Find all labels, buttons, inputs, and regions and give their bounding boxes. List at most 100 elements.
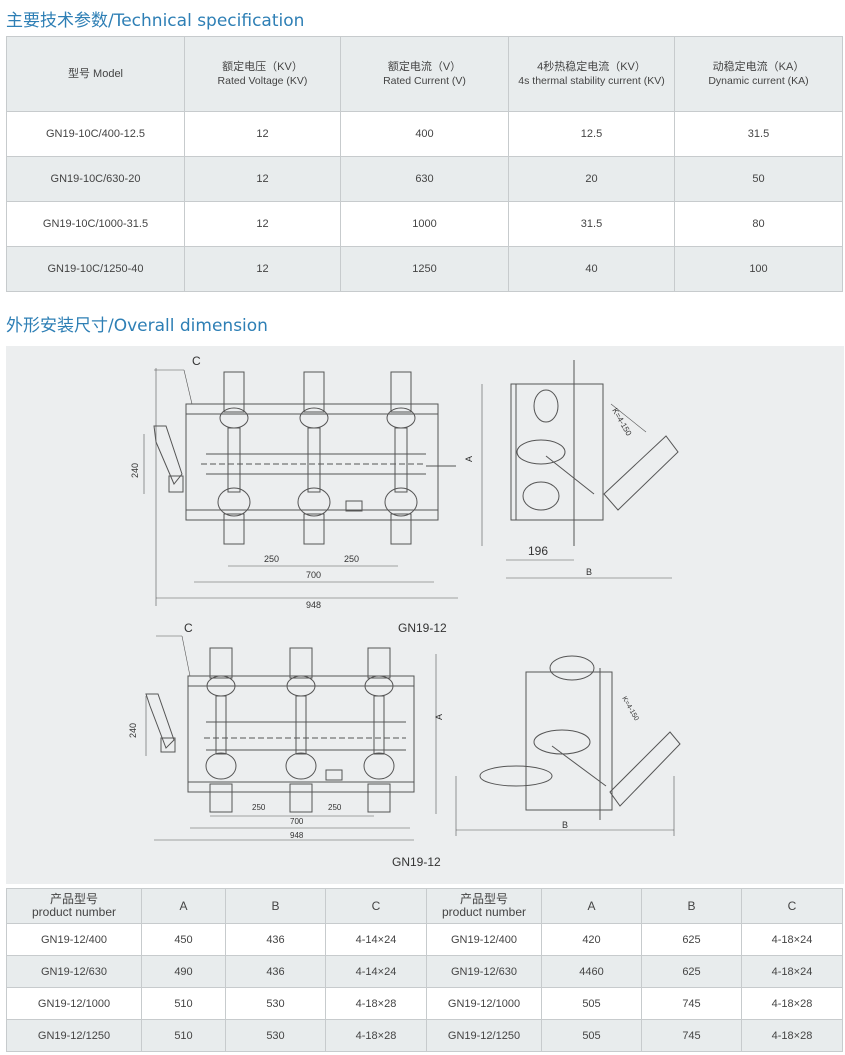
- spec-cell: 400: [340, 111, 509, 157]
- dimension-section-title: 外形安装尺寸/Overall dimension: [6, 316, 268, 336]
- product-header-b-2: B: [641, 888, 742, 924]
- product-cell: 625: [641, 955, 742, 988]
- table-row: GN19-12/1000 510 530 4-18×28 GN19-12/100…: [6, 987, 843, 1020]
- spec-header-current: 额定电流（V）Rated Current (V): [340, 36, 509, 112]
- d1-dim-250b: 250: [344, 554, 359, 564]
- spec-cell: 630: [340, 156, 509, 202]
- spec-cell: 12: [184, 246, 341, 292]
- spec-cell: 50: [674, 156, 843, 202]
- product-cell: 625: [641, 923, 742, 956]
- product-header-c: C: [325, 888, 427, 924]
- d2-dim-240: 240: [128, 723, 138, 738]
- d1-pole-2: [297, 371, 331, 545]
- d2-label-b: B: [562, 820, 568, 830]
- spec-cell: 12.5: [508, 111, 675, 157]
- spec-cell: 1000: [340, 201, 509, 247]
- spec-cell: 40: [508, 246, 675, 292]
- product-cell: 490: [141, 955, 226, 988]
- d2-dim-250a: 250: [252, 803, 266, 812]
- table-row: GN19-10C/630-20 12 630 20 50: [6, 156, 843, 202]
- product-cell: 436: [225, 923, 326, 956]
- spec-section-title: 主要技术参数/Technical specification: [6, 11, 305, 31]
- spec-header-voltage: 额定电压（KV）Rated Voltage (KV): [184, 36, 341, 112]
- product-cell: 4-18×28: [325, 987, 427, 1020]
- product-header-a-2: A: [541, 888, 642, 924]
- table-row: GN19-12/630 490 436 4-14×24 GN19-12/630 …: [6, 955, 843, 988]
- d1-pole-3: [384, 371, 418, 545]
- spec-cell: GN19-10C/1000-31.5: [6, 201, 185, 247]
- dimension-drawing-area: C 240 250 250 700 948 A 196 B K=4-150 GN…: [6, 346, 844, 884]
- product-header-a: A: [141, 888, 226, 924]
- product-cell: 420: [541, 923, 642, 956]
- d1-pole-1: [217, 371, 251, 545]
- product-cell: 450: [141, 923, 226, 956]
- table-row: GN19-12/400 450 436 4-14×24 GN19-12/400 …: [6, 923, 843, 956]
- product-cell: 505: [541, 1019, 642, 1052]
- spec-cell: GN19-10C/630-20: [6, 156, 185, 202]
- spec-header-dynamic: 动稳定电流（KA）Dynamic current (KA): [674, 36, 843, 112]
- spec-cell: 80: [674, 201, 843, 247]
- d1-angle: K=4-150: [610, 407, 633, 438]
- product-cell: 436: [225, 955, 326, 988]
- d1-label-c: C: [192, 354, 201, 368]
- spec-cell: 31.5: [674, 111, 843, 157]
- spec-cell: GN19-10C/400-12.5: [6, 111, 185, 157]
- product-cell: 4-14×24: [325, 923, 427, 956]
- table-row: GN19-12/1250 510 530 4-18×28 GN19-12/125…: [6, 1019, 843, 1052]
- d2-pole-2: [285, 647, 317, 813]
- product-header-b: B: [225, 888, 326, 924]
- table-row: GN19-10C/400-12.5 12 400 12.5 31.5: [6, 111, 843, 157]
- product-cell: 4-18×28: [741, 1019, 843, 1052]
- spec-header-model: 型号 Model: [6, 36, 185, 112]
- product-cell: GN19-12/400: [6, 923, 142, 956]
- d2-side-frame: [525, 671, 613, 811]
- product-cell: GN19-12/1000: [6, 987, 142, 1020]
- product-cell: 4-14×24: [325, 955, 427, 988]
- d2-pole-3: [363, 647, 395, 813]
- d1-caption: GN19-12: [398, 621, 447, 635]
- d2-label-a: A: [434, 714, 444, 720]
- product-header-c-2: C: [741, 888, 843, 924]
- spec-cell: 12: [184, 156, 341, 202]
- spec-cell: 12: [184, 111, 341, 157]
- product-cell: 745: [641, 987, 742, 1020]
- spec-cell: 20: [508, 156, 675, 202]
- spec-header-thermal: 4秒热稳定电流（KV）4s thermal stability current …: [508, 36, 675, 112]
- table-row: GN19-10C/1000-31.5 12 1000 31.5 80: [6, 201, 843, 247]
- d2-pole-1: [205, 647, 237, 813]
- d1-side-frame: [510, 383, 604, 521]
- d1-dim-250a: 250: [264, 554, 279, 564]
- d1-label-a: A: [464, 456, 474, 462]
- spec-cell: 1250: [340, 246, 509, 292]
- spec-cell: 100: [674, 246, 843, 292]
- spec-header-row: 型号 Model 额定电压（KV）Rated Voltage (KV) 额定电流…: [6, 36, 843, 112]
- product-cell: GN19-12/1000: [426, 987, 542, 1020]
- d2-dim-948: 948: [290, 831, 304, 840]
- dimension-drawings: C 240 250 250 700 948 A 196 B K=4-150 GN…: [128, 354, 681, 869]
- d1-dim-700: 700: [306, 570, 321, 580]
- d2-caption: GN19-12: [392, 855, 441, 869]
- product-cell: GN19-12/1250: [6, 1019, 142, 1052]
- d2-dim-700: 700: [290, 817, 304, 826]
- product-cell: GN19-12/1250: [426, 1019, 542, 1052]
- d1-label-b: B: [586, 567, 592, 577]
- d1-dim-948: 948: [306, 600, 321, 610]
- d2-dim-250b: 250: [328, 803, 342, 812]
- product-cell: 4460: [541, 955, 642, 988]
- d2-angle: K=4-150: [620, 696, 639, 723]
- spec-cell: GN19-10C/1250-40: [6, 246, 185, 292]
- product-cell: 530: [225, 1019, 326, 1052]
- product-cell: GN19-12/400: [426, 923, 542, 956]
- spec-cell: 12: [184, 201, 341, 247]
- spec-cell: 31.5: [508, 201, 675, 247]
- product-cell: 4-18×24: [741, 923, 843, 956]
- product-cell: 4-18×28: [325, 1019, 427, 1052]
- product-cell: 745: [641, 1019, 742, 1052]
- product-cell: 505: [541, 987, 642, 1020]
- d2-frame: [187, 675, 415, 793]
- product-cell: 530: [225, 987, 326, 1020]
